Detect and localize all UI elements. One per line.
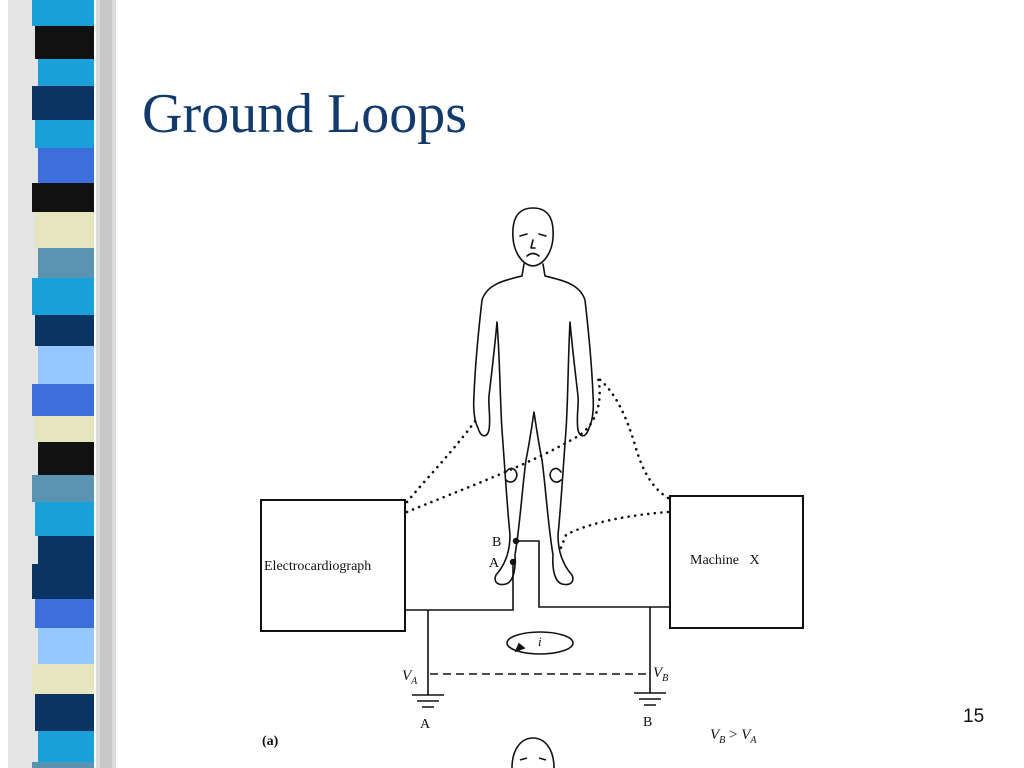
panel-label: (a) [262,734,279,749]
figure-body [472,263,595,586]
stripe-block [32,278,94,315]
stripe-block [38,731,94,762]
stripe-block [32,0,94,26]
electrocardiograph-box [260,499,406,632]
stripe-block [32,762,94,768]
electrode-b-label: B [492,535,501,550]
stripe-block [35,416,94,442]
stripe-blocks [32,0,94,768]
lead-ecg-to-right-hand [405,376,601,514]
stripe-block [38,628,94,664]
stripe-block [35,694,94,731]
current-arrowhead [514,642,526,653]
electrode-a-label: A [489,556,500,571]
knee-right [549,467,562,483]
electrode-b-dot [512,537,520,545]
machine-x-label: Machine X [690,553,760,568]
stripe-block [38,59,94,86]
stripe-block [32,183,94,212]
human-figure [472,207,595,586]
lead-ecg-to-left-hand [405,418,478,504]
voltage-a-label: VA [402,668,418,687]
dotted-leads [405,376,670,552]
ground-wiring [405,540,670,708]
ground-symbol-a [412,694,444,708]
stripe-block [35,120,94,148]
voltage-b-label: VB [653,665,668,684]
stripe-block [32,475,94,502]
decorative-stripe-banner [0,0,120,768]
stripe-block [35,212,94,248]
stripe-block [32,564,94,599]
lead-machine-to-right-hand [596,376,670,500]
stripe-block [32,384,94,416]
current-label: i [538,634,542,649]
stripe-block [32,86,94,120]
lead-machine-to-ankle [558,510,670,552]
wire-ecg-to-foot [405,562,514,611]
page-number: 15 [963,706,985,727]
slide-title: Ground Loops [142,83,468,145]
ground-b-label: B [643,715,652,730]
face-brows [519,233,547,237]
wire-foot-to-machine [516,540,670,608]
stripe-block [38,346,94,384]
voltage-relation: VB > VA [710,727,757,746]
knee-left [505,467,518,483]
ground-symbol-b [634,692,666,706]
electrode-a-dot [509,558,517,566]
face-nose [530,239,536,249]
current-loop [506,631,574,655]
stripe-block [38,248,94,278]
stripe-block [38,442,94,475]
ground-loop-diagram: Electrocardiograph Machine X B A i VA VB… [260,207,804,768]
stripe-block [32,664,94,694]
face-mouth [526,252,540,257]
stripe-block [35,502,94,536]
stripe-block [35,26,94,59]
stripe-block [38,536,94,564]
electrocardiograph-label: Electrocardiograph [264,559,371,574]
stripe-block [35,599,94,628]
figure-head [512,207,554,267]
stripe-block [38,148,94,183]
machine-x-box [669,495,804,629]
stripe-block [35,315,94,346]
second-figure-head [511,737,555,768]
ground-a-label: A [420,717,431,732]
